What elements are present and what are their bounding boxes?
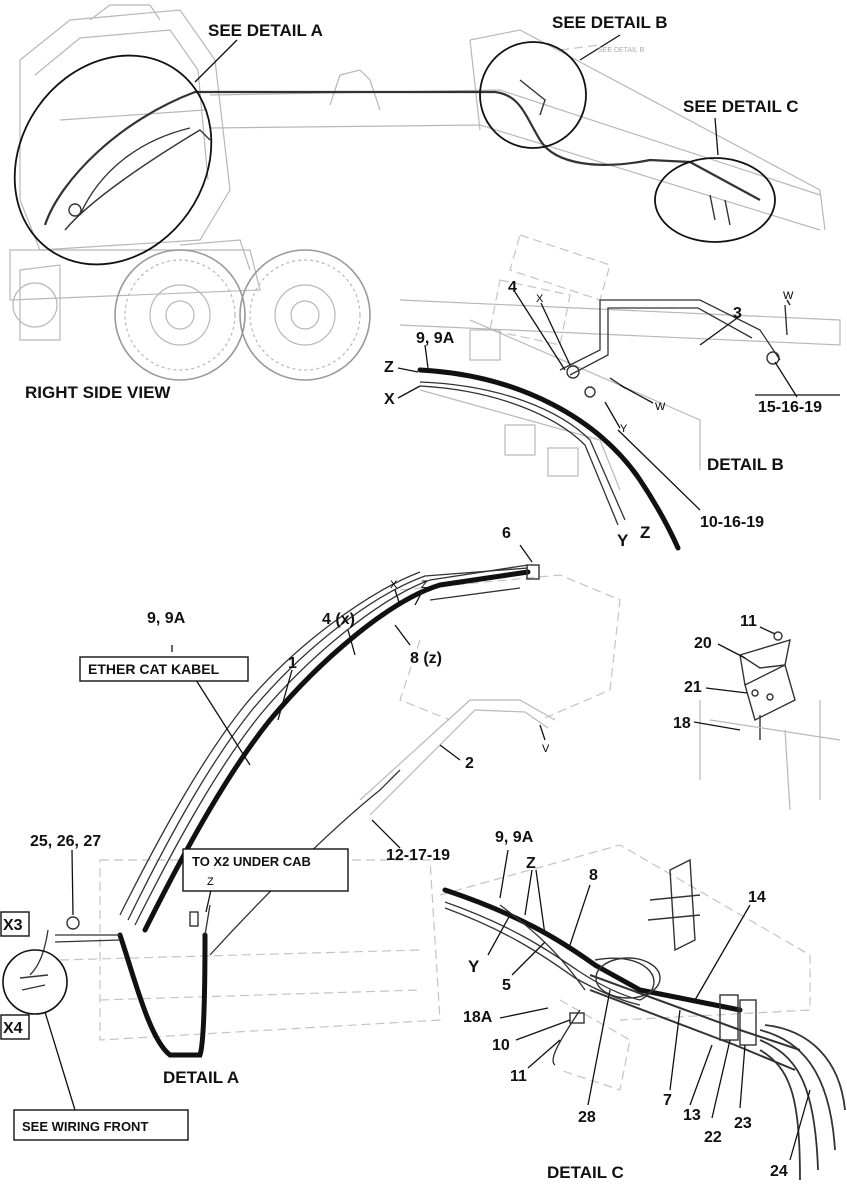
a-wire-z2: Z: [207, 876, 214, 888]
c-part-24: 24: [770, 1163, 788, 1180]
c-part-22: 22: [704, 1129, 722, 1146]
b-wire-w-top: W: [783, 290, 794, 302]
bracket-part-11: 11: [740, 613, 757, 630]
a-wire-x: X: [390, 579, 398, 591]
b-wire-y: Y: [617, 531, 629, 550]
detail-a-circle: [13, 54, 213, 266]
detail-c-drawing: [439, 844, 846, 1181]
b-part-9-9a: 9, 9A: [416, 330, 455, 347]
c-part-7: 7: [663, 1092, 672, 1109]
c-part-18a: 18A: [463, 1009, 493, 1026]
connector-x3: X3: [3, 917, 23, 934]
c-wire-y: Y: [468, 957, 480, 976]
connector-x4: X4: [3, 1020, 23, 1037]
b-part-15-16-19: 15-16-19: [758, 399, 822, 416]
front-wheel: [114, 249, 246, 381]
a-part-6: 6: [502, 525, 511, 542]
detail-c-circle: [654, 157, 776, 243]
b-wire-y-small: Y: [620, 423, 628, 435]
bracket-part-18: 18: [673, 715, 691, 732]
a-part-2: 2: [465, 755, 474, 772]
to-x2-callout-box: [182, 848, 349, 892]
c-part-10: 10: [492, 1037, 510, 1054]
b-wire-z-big: Z: [640, 523, 650, 542]
x4-box: [0, 1014, 30, 1040]
bracket-part-20: 20: [694, 635, 712, 652]
b-wire-w-mid: W: [655, 401, 666, 413]
b-wire-z: Z: [384, 359, 394, 376]
a-part-1: 1: [288, 655, 297, 672]
c-part-14: 14: [748, 889, 766, 906]
a-wire-v: V: [542, 743, 550, 755]
a-part-9-9a: 9, 9A: [147, 610, 186, 627]
a-part-8z: 8 (z): [410, 650, 442, 667]
c-part-23: 23: [734, 1115, 752, 1132]
detail-c-label: DETAIL C: [547, 1163, 624, 1182]
detail-a-drawing: [2, 544, 621, 1111]
detail-b-label: DETAIL B: [707, 455, 784, 474]
rear-wheel: [239, 249, 371, 381]
see-wiring-front-callout: SEE WIRING FRONT: [22, 1119, 148, 1134]
machine-right-side-view: [9, 4, 826, 381]
ghost-detail-b-text: SEE DETAIL B: [598, 47, 645, 54]
see-detail-b-label: SEE DETAIL B: [552, 13, 668, 32]
c-part-11: 11: [510, 1068, 527, 1085]
ether-cat-callout: ETHER CAT KABEL: [88, 661, 220, 677]
see-detail-a-label: SEE DETAIL A: [208, 21, 323, 40]
b-wire-x: X: [384, 391, 395, 408]
see-wiring-front-box: [13, 1109, 189, 1141]
c-part-5: 5: [502, 977, 511, 994]
see-detail-c-label: SEE DETAIL C: [683, 97, 799, 116]
b-part-4: 4: [508, 279, 517, 296]
a-part-25-26-27: 25, 26, 27: [30, 833, 101, 850]
c-part-28: 28: [578, 1109, 596, 1126]
a-part-4x: 4 (x): [322, 611, 355, 628]
detail-a-label: DETAIL A: [163, 1068, 239, 1087]
to-x2-callout: TO X2 UNDER CAB: [192, 854, 311, 869]
c-wire-z: Z: [526, 855, 536, 872]
a-part-12-17-19: 12-17-19: [386, 847, 450, 864]
b-part-3: 3: [733, 305, 742, 322]
bracket-detail: [693, 626, 841, 811]
c-part-9-9a: 9, 9A: [495, 829, 534, 846]
x3-x4-circle: [2, 949, 68, 1015]
ether-cat-callout-box: [79, 656, 249, 682]
bracket-part-21: 21: [684, 679, 702, 696]
a-wire-z: Z: [421, 579, 428, 591]
x3-box: [0, 911, 30, 937]
c-part-13: 13: [683, 1107, 701, 1124]
b-part-10-16-19: 10-16-19: [700, 514, 764, 531]
c-part-8: 8: [589, 867, 598, 884]
detail-b-drawing: [397, 234, 841, 551]
right-side-view-label: RIGHT SIDE VIEW: [25, 383, 171, 402]
detail-b-circle: [479, 41, 587, 149]
b-wire-x-small: X: [536, 293, 544, 305]
